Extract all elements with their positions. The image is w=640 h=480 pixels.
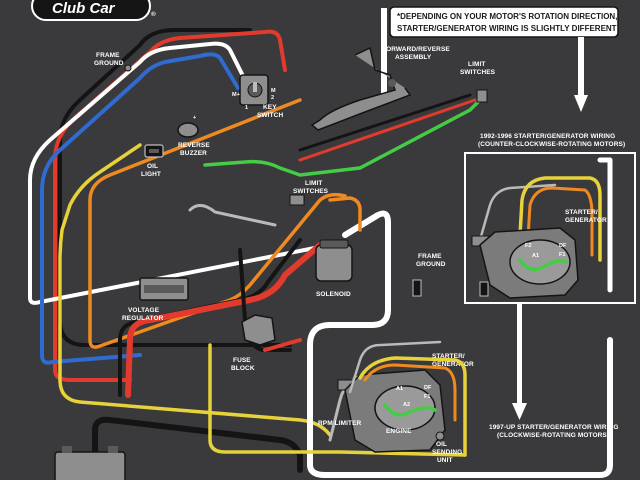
starter-generator-inset-line-1: STARTER/: [565, 209, 598, 216]
voltage-regulator-line-1: VOLTAGE: [128, 307, 160, 314]
fuse-block: FUSE BLOCK: [231, 314, 276, 372]
wire-harness: [28, 28, 613, 478]
rpm-limiter-label: RPM LIMITER: [318, 420, 362, 427]
oil-light-line-1: OIL: [147, 163, 158, 170]
oil-sending-unit-line-1: OIL: [436, 441, 447, 448]
registered-mark: ®: [151, 10, 156, 18]
fuse-block-line-2: BLOCK: [231, 365, 255, 372]
limit-switches-top-line-2: SWITCHES: [460, 69, 496, 76]
starter-generator-main-line-1: STARTER/: [432, 353, 465, 360]
terminal-a1-inset: A1: [532, 253, 539, 259]
brand-logo: Club Car ®: [31, 0, 156, 21]
oil-sending-unit-line-2: SENDING: [432, 449, 462, 456]
arrow-to-1992-inset: [381, 8, 588, 112]
inset-1997-up-label: 1997-UP STARTER/GENERATOR WIRING (CLOCKW…: [489, 424, 619, 439]
frame-ground-top: FRAME GROUND: [94, 52, 132, 72]
terminal-df-main: DF: [424, 385, 432, 391]
terminal-df-inset: DF: [559, 243, 567, 249]
terminal-f1-main: F1: [424, 394, 430, 400]
reverse-buzzer-line-1: REVERSE: [178, 142, 210, 149]
inset-1992-1996: 1992-1996 STARTER/GENERATOR WIRING (COUN…: [464, 133, 636, 304]
key-terminal-m: M: [271, 88, 276, 94]
terminal-a1-main: A1: [396, 386, 403, 392]
reverse-buzzer-plus: +: [193, 115, 196, 121]
forward-reverse-line-1: FORWARD/REVERSE: [382, 46, 450, 53]
oil-sending-unit-line-3: UNIT: [437, 457, 453, 464]
starter-generator-main: A1 A2 DF F1 STARTER/ GENERATOR ENGINE OI…: [337, 340, 474, 464]
oil-light: OIL LIGHT: [141, 144, 164, 178]
arrow-to-1997-inset: [512, 290, 527, 420]
key-switch: M+ M 1 2 KEY SWITCH: [232, 74, 283, 119]
key-terminal-2: 2: [271, 95, 274, 101]
terminal-f1-inset: F1: [559, 252, 565, 258]
note-box: *DEPENDING ON YOUR MOTOR'S ROTATION DIRE…: [389, 6, 619, 38]
solenoid-label: SOLENOID: [316, 291, 351, 298]
wiring-1997-line-1: 1997-UP STARTER/GENERATOR WIRING: [489, 424, 619, 431]
wiring-1997-line-2: (CLOCKWISE-ROTATING MOTORS): [497, 432, 609, 439]
frame-ground-top-line-1: FRAME: [96, 52, 120, 59]
battery: [54, 446, 126, 480]
terminal-a2-main: A2: [403, 402, 410, 408]
voltage-regulator-line-2: REGULATOR: [122, 315, 164, 322]
reverse-buzzer: + REVERSE BUZZER: [177, 115, 210, 157]
key-switch-line-1: KEY: [263, 104, 277, 111]
voltage-regulator: VOLTAGE REGULATOR: [122, 277, 189, 322]
frame-ground-top-line-2: GROUND: [94, 60, 124, 67]
oil-light-line-2: LIGHT: [141, 171, 161, 178]
starter-generator-main-line-2: GENERATOR: [432, 361, 474, 368]
limit-switches-mid-line-2: SWITCHES: [293, 188, 329, 195]
note-line-1: *DEPENDING ON YOUR MOTOR'S ROTATION DIRE…: [397, 12, 617, 21]
key-terminal-1: 1: [245, 105, 248, 111]
wiring-1992-line-1: 1992-1996 STARTER/GENERATOR WIRING: [480, 133, 615, 140]
reverse-buzzer-line-2: BUZZER: [180, 150, 207, 157]
forward-reverse-assembly: FORWARD/REVERSE ASSEMBLY: [310, 46, 450, 131]
frame-ground-right-line-2: GROUND: [416, 261, 446, 268]
frame-ground-right: FRAME GROUND: [412, 253, 446, 297]
limit-switches-mid-line-1: LIMIT: [305, 180, 322, 187]
limit-switches-top: LIMIT SWITCHES: [460, 61, 496, 103]
frame-ground-right-line-1: FRAME: [418, 253, 442, 260]
solenoid: SOLENOID: [315, 239, 353, 298]
fuse-block-line-1: FUSE: [233, 357, 251, 364]
starter-generator-inset-line-2: GENERATOR: [565, 217, 607, 224]
limit-switches-top-line-1: LIMIT: [468, 61, 485, 68]
key-terminal-mplus: M+: [232, 92, 240, 98]
wiring-1992-line-2: (COUNTER-CLOCKWISE-ROTATING MOTORS): [478, 141, 625, 148]
engine-label: ENGINE: [386, 428, 412, 435]
forward-reverse-line-2: ASSEMBLY: [395, 54, 432, 61]
note-line-2: STARTER/GENERATOR WIRING IS SLIGHTLY DIF…: [397, 24, 617, 33]
brand-name: Club Car: [52, 0, 116, 17]
key-switch-line-2: SWITCH: [257, 112, 283, 119]
limit-switches-mid: LIMIT SWITCHES: [289, 180, 329, 206]
terminal-f2-inset: F2: [525, 243, 531, 249]
